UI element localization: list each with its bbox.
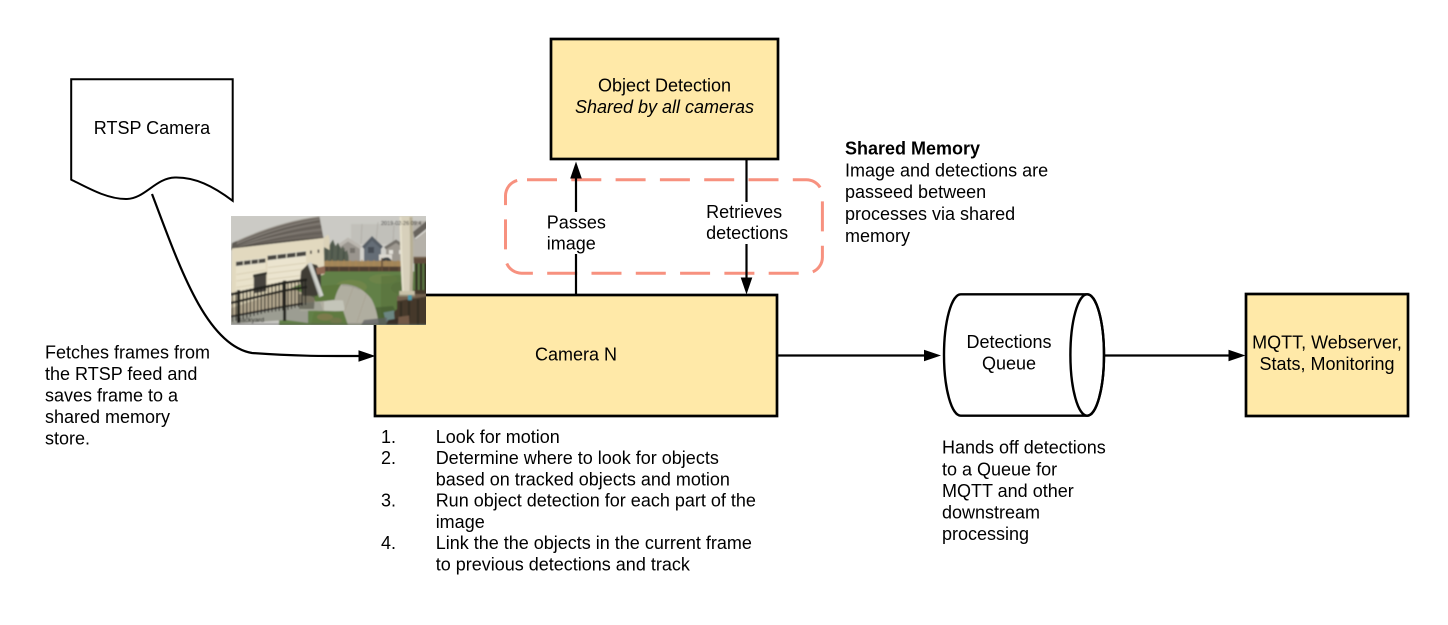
svg-text:Image and detections are: Image and detections are (845, 160, 1048, 180)
svg-text:Detections: Detections (966, 332, 1051, 352)
svg-text:1.: 1. (381, 427, 396, 447)
svg-text:image: image (436, 512, 485, 532)
svg-text:3.: 3. (381, 491, 396, 511)
svg-text:MQTT, Webserver,: MQTT, Webserver, (1252, 333, 1402, 353)
svg-text:Queue: Queue (982, 354, 1036, 374)
svg-text:2.: 2. (381, 448, 396, 468)
svg-text:processes via shared: processes via shared (845, 204, 1015, 224)
svg-text:Shared by all cameras: Shared by all cameras (575, 97, 754, 117)
svg-text:the RTSP feed and: the RTSP feed and (45, 364, 197, 384)
svg-text:Backyard: Backyard (237, 317, 264, 324)
svg-text:Stats, Monitoring: Stats, Monitoring (1259, 354, 1394, 374)
svg-text:saves frame to a: saves frame to a (45, 386, 179, 406)
svg-text:Fetches frames from: Fetches frames from (45, 343, 210, 363)
svg-text:Run object detection for each: Run object detection for each part of th… (436, 491, 756, 511)
svg-text:image: image (547, 234, 596, 254)
svg-text:shared memory: shared memory (45, 407, 170, 427)
svg-text:Passes: Passes (547, 212, 606, 232)
svg-text:MQTT and other: MQTT and other (942, 481, 1074, 501)
svg-text:Determine where to look for ob: Determine where to look for objects (436, 448, 719, 468)
svg-text:Hands off detections: Hands off detections (942, 438, 1106, 458)
svg-text:memory: memory (845, 226, 910, 246)
svg-text:to a Queue for: to a Queue for (942, 459, 1057, 479)
svg-text:Link the the objects in the cu: Link the the objects in the current fram… (436, 533, 752, 553)
svg-text:4.: 4. (381, 533, 396, 553)
svg-text:Camera N: Camera N (535, 345, 617, 365)
svg-text:Retrieves: Retrieves (706, 202, 782, 222)
svg-text:to previous detections and tra: to previous detections and track (436, 554, 691, 574)
svg-text:based on tracked objects and m: based on tracked objects and motion (436, 469, 730, 489)
svg-text:store.: store. (45, 429, 90, 449)
svg-text:Object Detection: Object Detection (598, 76, 731, 96)
svg-text:passeed between: passeed between (845, 182, 986, 202)
svg-text:detections: detections (706, 223, 788, 243)
svg-text:Shared Memory: Shared Memory (845, 139, 980, 159)
svg-text:downstream: downstream (942, 503, 1040, 523)
svg-text:processing: processing (942, 524, 1029, 544)
svg-text:RTSP Camera: RTSP Camera (94, 118, 211, 138)
svg-text:Look for motion: Look for motion (436, 427, 560, 447)
svg-text:2019-02-26 09:4: 2019-02-26 09:4 (381, 221, 421, 227)
